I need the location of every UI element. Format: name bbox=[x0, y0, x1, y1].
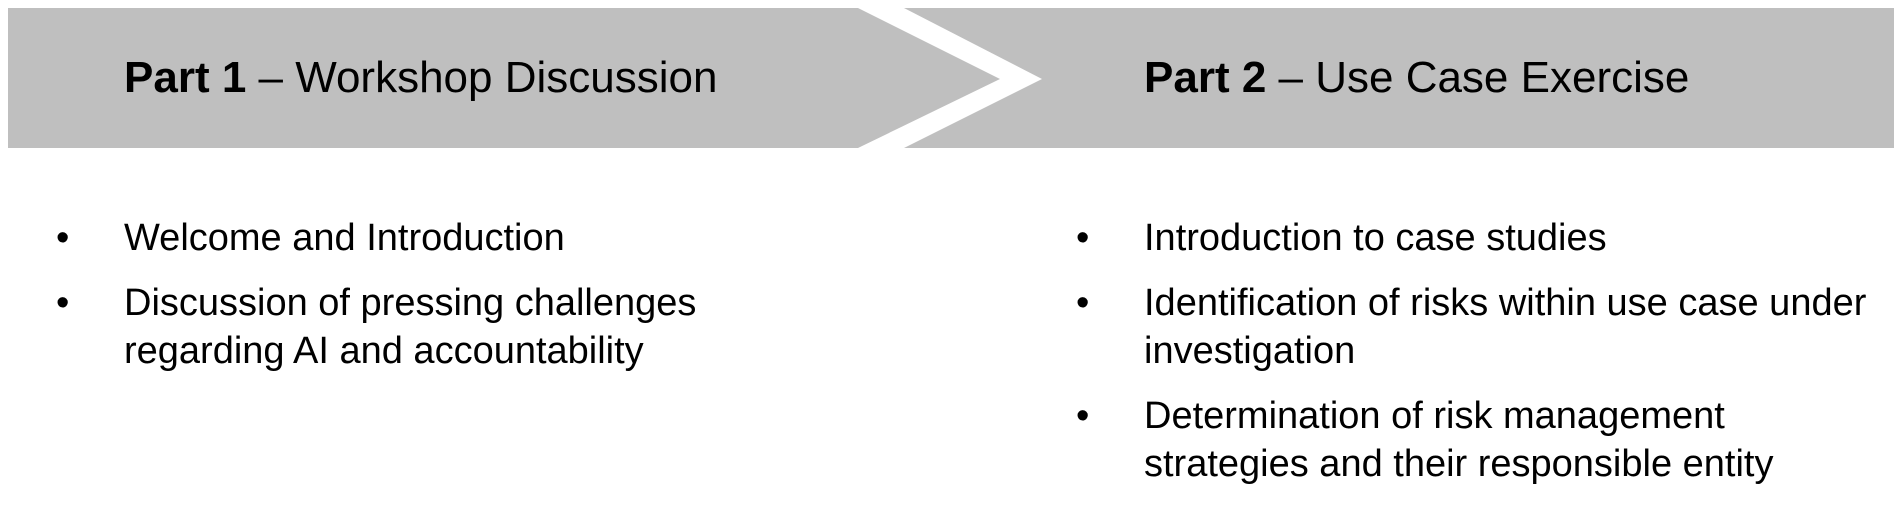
part2-agenda-list: • Introduction to case studies • Identific… bbox=[1076, 214, 1884, 505]
list-item: • Identification of risks within use case… bbox=[1076, 279, 1884, 375]
list-item-text: Identification of risks within use case … bbox=[1144, 282, 1867, 372]
bullet-icon: • bbox=[1076, 395, 1090, 437]
part2-title: Part 2 – Use Case Exercise bbox=[1144, 52, 1689, 104]
list-item: • Discussion of pressing challenges regar… bbox=[56, 279, 784, 375]
list-item: • Welcome and Introduction bbox=[56, 214, 784, 262]
bullet-icon: • bbox=[1076, 282, 1090, 324]
list-item-text: Welcome and Introduction bbox=[124, 217, 565, 259]
list-item: • Determination of risk management strate… bbox=[1076, 392, 1884, 488]
process-banner bbox=[8, 8, 1894, 148]
part1-agenda-list: • Welcome and Introduction • Discussion of… bbox=[56, 214, 784, 392]
part1-title-bold: Part 1 bbox=[124, 53, 247, 102]
part1-chevron bbox=[8, 8, 1000, 148]
part1-title-rest: – Workshop Discussion bbox=[246, 53, 718, 102]
part1-title: Part 1 – Workshop Discussion bbox=[124, 52, 717, 104]
list-item-text: Determination of risk management strateg… bbox=[1144, 395, 1774, 485]
bullet-icon: • bbox=[56, 217, 70, 259]
bullet-icon: • bbox=[56, 282, 70, 324]
list-item-text: Introduction to case studies bbox=[1144, 217, 1607, 259]
part2-title-rest: – Use Case Exercise bbox=[1266, 53, 1690, 102]
part2-chevron bbox=[904, 8, 1894, 148]
bullet-icon: • bbox=[1076, 217, 1090, 259]
list-item: • Introduction to case studies bbox=[1076, 214, 1884, 262]
list-item-text: Discussion of pressing challenges regard… bbox=[124, 282, 697, 372]
part2-title-bold: Part 2 bbox=[1144, 53, 1267, 102]
